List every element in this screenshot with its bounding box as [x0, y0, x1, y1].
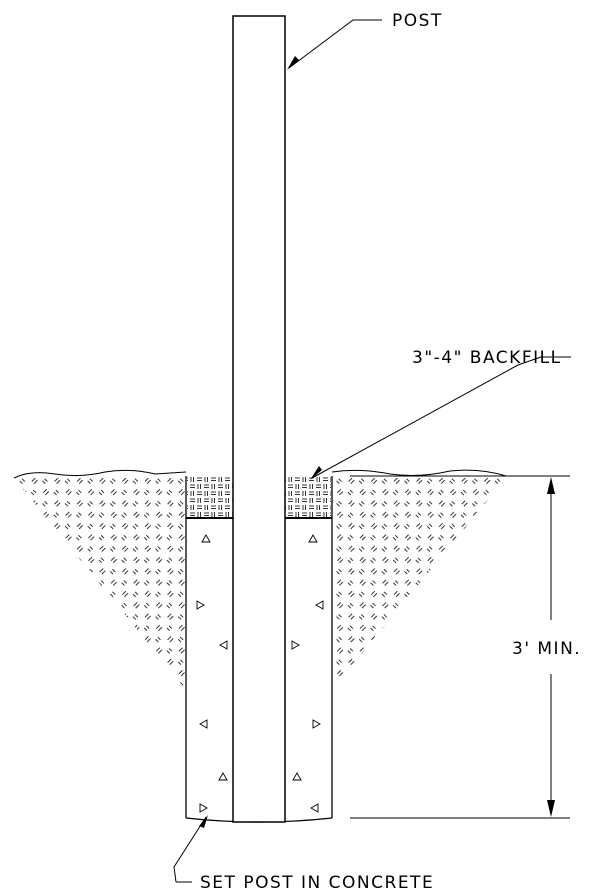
post	[232, 15, 286, 823]
depth-dimension	[350, 475, 570, 819]
post-label: POST	[392, 11, 443, 31]
concrete-label: SET POST IN CONCRETE	[200, 873, 434, 888]
concrete-footing	[185, 476, 333, 823]
depth-label: 3' MIN.	[512, 639, 581, 659]
backfill-label-visible: 3"-4" BACKFILL	[412, 348, 562, 368]
backfill-layer	[186, 476, 332, 519]
leader-lines	[173, 19, 571, 883]
aggregate-marks	[196, 534, 324, 813]
soil-section	[13, 469, 507, 690]
